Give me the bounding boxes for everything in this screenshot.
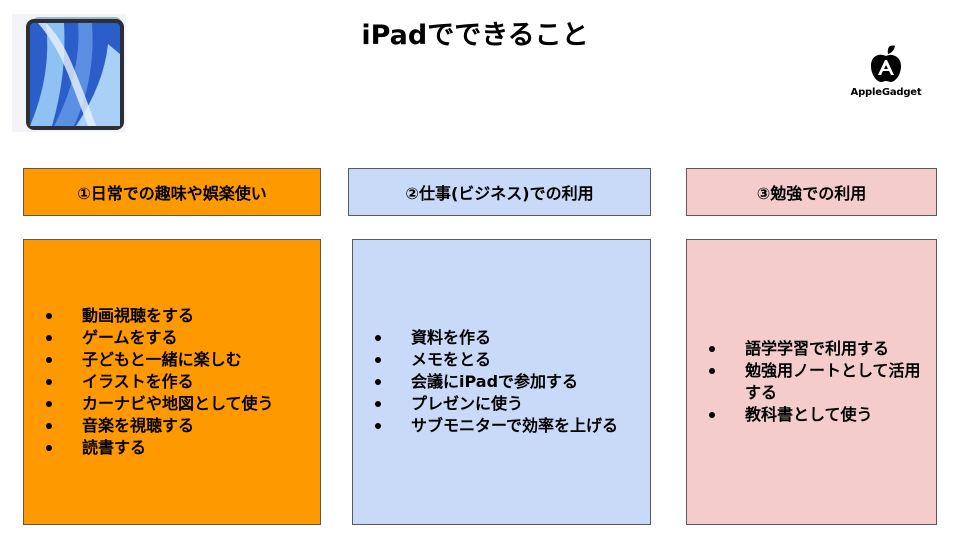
list-item: 語学学習で利用する	[687, 338, 936, 360]
page-title: iPadでできること	[361, 20, 589, 51]
list-item-text: イラストを作る	[82, 372, 194, 391]
bullet-icon	[709, 346, 715, 352]
list-item-text: カーナビや地図として使う	[82, 394, 274, 413]
bullet-icon	[46, 379, 52, 385]
list-item: 読書する	[24, 437, 320, 459]
bullet-list: 資料を作る メモをとる 会議にiPadで参加する プレゼンに使う サブモニターで…	[353, 327, 650, 437]
ipad-icon	[12, 14, 126, 132]
list-item: イラストを作る	[24, 371, 320, 393]
list-item-text: サブモニターで効率を上げる	[411, 416, 619, 435]
list-item: プレゼンに使う	[353, 393, 650, 415]
bullet-icon	[46, 357, 52, 363]
bullet-icon	[375, 401, 381, 407]
list-item: サブモニターで効率を上げる	[353, 415, 650, 437]
list-item: カーナビや地図として使う	[24, 393, 320, 415]
column-heading-study: ③勉強での利用	[686, 168, 937, 216]
list-item-text: 教科書として使う	[745, 405, 873, 424]
column-body-hobby: 動画視聴をする ゲームをする 子どもと一緒に楽しむ イラストを作る カーナビや地…	[23, 239, 321, 525]
list-item: メモをとる	[353, 349, 650, 371]
list-item: 教科書として使う	[687, 404, 936, 426]
column-body-study: 語学学習で利用する 勉強用ノートとして活用する 教科書として使う	[686, 239, 937, 525]
column-body-business: 資料を作る メモをとる 会議にiPadで参加する プレゼンに使う サブモニターで…	[352, 239, 651, 525]
ipad-image	[12, 14, 126, 132]
list-item-text: プレゼンに使う	[411, 394, 524, 413]
bullet-icon	[46, 401, 52, 407]
list-item-text: メモをとる	[411, 350, 492, 369]
bullet-icon	[375, 357, 381, 363]
bullet-icon	[709, 412, 715, 418]
bullet-list: 語学学習で利用する 勉強用ノートとして活用する 教科書として使う	[687, 338, 936, 426]
list-item: 会議にiPadで参加する	[353, 371, 650, 393]
bullet-icon	[46, 313, 52, 319]
list-item-text: 語学学習で利用する	[745, 339, 890, 358]
list-item: 動画視聴をする	[24, 305, 320, 327]
bullet-icon	[46, 445, 52, 451]
list-item-text: 音楽を視聴する	[82, 416, 195, 435]
bullet-icon	[709, 368, 715, 374]
brand-logo-text: AppleGadget	[850, 87, 922, 98]
column-heading-hobby: ①日常での趣味や娯楽使い	[23, 168, 321, 216]
bullet-list: 動画視聴をする ゲームをする 子どもと一緒に楽しむ イラストを作る カーナビや地…	[24, 305, 320, 459]
list-item-text: 子どもと一緒に楽しむ	[82, 350, 242, 369]
list-item: 子どもと一緒に楽しむ	[24, 349, 320, 371]
bullet-icon	[375, 423, 381, 429]
list-item: 勉強用ノートとして活用する	[687, 360, 936, 404]
bullet-icon	[375, 335, 381, 341]
list-item-text: 読書する	[82, 438, 147, 457]
list-item: 音楽を視聴する	[24, 415, 320, 437]
list-item: ゲームをする	[24, 327, 320, 349]
apple-logo-icon	[871, 45, 901, 82]
list-item-text: ゲームをする	[82, 328, 178, 347]
column-heading-business: ②仕事(ビジネス)での利用	[348, 168, 651, 216]
list-item-text: 会議にiPadで参加する	[411, 372, 579, 391]
list-item-text: 資料を作る	[411, 328, 492, 347]
list-item: 資料を作る	[353, 327, 650, 349]
bullet-icon	[46, 335, 52, 341]
list-item-text: 動画視聴をする	[82, 306, 195, 325]
list-item-text: 勉強用ノートとして活用する	[745, 361, 921, 402]
bullet-icon	[46, 423, 52, 429]
bullet-icon	[375, 379, 381, 385]
brand-logo: AppleGadget	[848, 44, 924, 102]
